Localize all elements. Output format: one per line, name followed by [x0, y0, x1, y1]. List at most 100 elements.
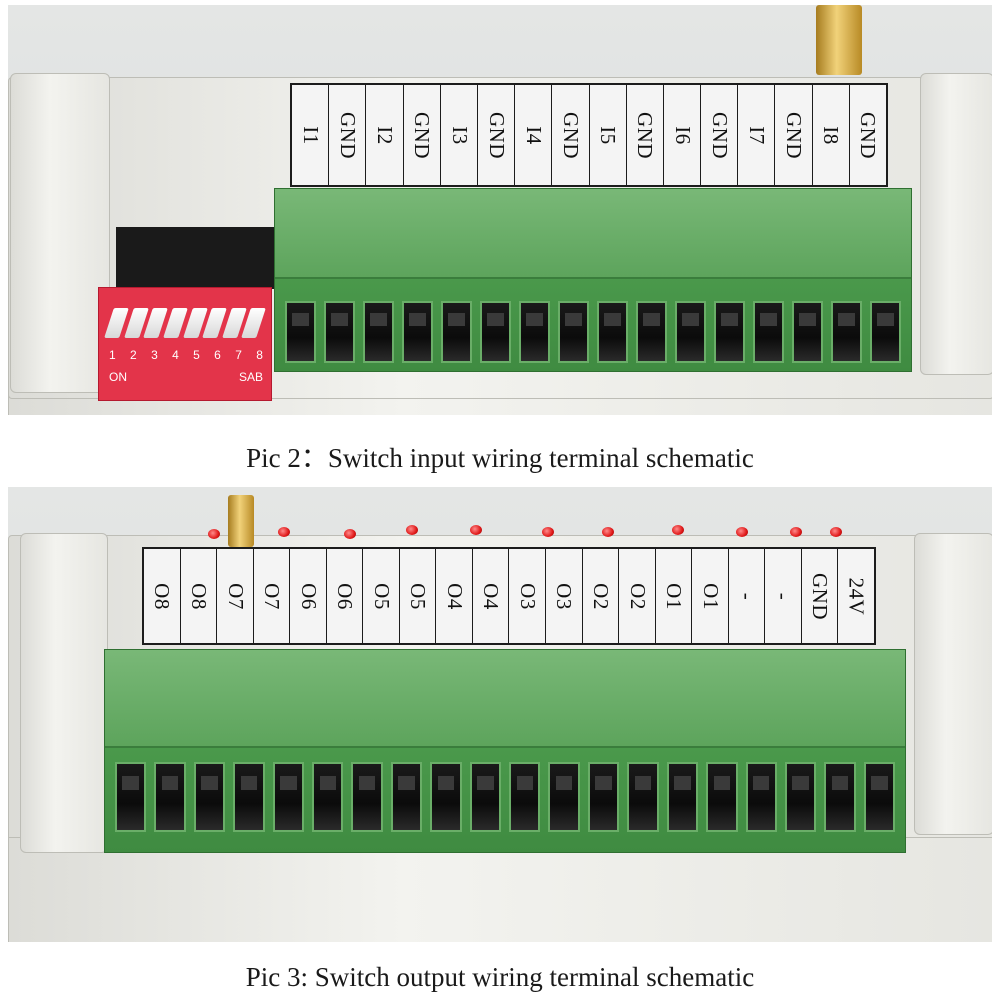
dip-number: 2 — [130, 348, 137, 362]
housing-right-clip — [914, 533, 992, 835]
dip-number: 8 — [256, 348, 263, 362]
dip-number: 6 — [214, 348, 221, 362]
terminal-screw-slot — [312, 762, 344, 832]
terminal-label: O3 — [552, 582, 577, 610]
terminal-label-cell: O8 — [144, 549, 181, 643]
terminal-screw-slot — [363, 301, 394, 363]
dip-switch-levers — [104, 308, 266, 338]
terminal-label: GND — [633, 111, 658, 159]
terminal-label-cell: O2 — [619, 549, 656, 643]
connector-header — [116, 227, 276, 289]
terminal-screw-row — [281, 301, 905, 363]
dip-number: 7 — [235, 348, 242, 362]
terminal-label: O8 — [186, 582, 211, 610]
terminal-label-cell: I7 — [738, 85, 776, 185]
terminal-screw-slot — [519, 301, 550, 363]
terminal-label: 24V — [844, 577, 869, 615]
terminal-label-cell: I6 — [664, 85, 702, 185]
terminal-label-cell: O5 — [363, 549, 400, 643]
terminal-label-cell: I1 — [292, 85, 330, 185]
terminal-screw-slot — [666, 762, 699, 832]
dip-number: 3 — [151, 348, 158, 362]
terminal-screw-slot — [714, 301, 745, 363]
terminal-label-cell: O6 — [327, 549, 364, 643]
terminal-screw-slot — [753, 301, 784, 363]
terminal-screw-slot — [324, 301, 355, 363]
housing-lower-band — [8, 837, 992, 942]
terminal-screw-slot — [469, 762, 502, 832]
terminal-label-cell: GND — [404, 85, 441, 185]
terminal-label-cell: GND — [627, 85, 664, 185]
terminal-block-top — [105, 650, 905, 748]
terminal-screw-slot — [193, 762, 226, 832]
terminal-screw-slot — [706, 762, 738, 832]
terminal-screw-slot — [285, 301, 316, 363]
terminal-screw-slot — [824, 762, 856, 832]
terminal-label: GND — [484, 111, 509, 159]
dip-sab-label: SAB — [238, 370, 263, 384]
status-led — [470, 525, 482, 535]
status-led — [830, 527, 842, 537]
antenna-connector — [228, 495, 254, 547]
terminal-screw-slot — [870, 301, 901, 363]
terminal-label: O5 — [369, 582, 394, 610]
terminal-label-cell: O7 — [217, 549, 254, 643]
terminal-label: O2 — [625, 582, 650, 610]
terminal-label: O6 — [296, 582, 321, 610]
terminal-label: I6 — [670, 125, 695, 145]
terminal-screw-slot — [745, 762, 777, 832]
terminal-screw-slot — [597, 301, 628, 363]
terminal-label: GND — [856, 111, 881, 159]
output-caption: Pic 3: Switch output wiring terminal sch… — [245, 962, 755, 992]
terminal-screw-slot — [587, 762, 620, 832]
terminal-label-cell: I4 — [515, 85, 553, 185]
dip-number: 5 — [193, 348, 200, 362]
terminal-label: O7 — [223, 582, 248, 610]
terminal-screw-slot — [351, 762, 383, 832]
terminal-label: O4 — [442, 582, 467, 610]
terminal-label: I8 — [819, 125, 844, 145]
terminal-label-cell: - — [729, 549, 766, 643]
terminal-label-cell: O2 — [583, 549, 620, 643]
status-led — [736, 527, 748, 537]
terminal-label: GND — [410, 111, 435, 159]
terminal-label: - — [771, 592, 796, 600]
output-terminal-block — [104, 649, 906, 853]
terminal-screw-slot — [558, 301, 589, 363]
terminal-label: O2 — [588, 582, 613, 610]
terminal-label: GND — [558, 111, 583, 159]
terminal-label: O5 — [406, 582, 431, 610]
terminal-label: O1 — [698, 582, 723, 610]
housing-right-clip — [920, 73, 992, 375]
terminal-label: O3 — [515, 582, 540, 610]
terminal-label-cell: I8 — [813, 85, 850, 185]
terminal-screw-slot — [233, 762, 265, 832]
terminal-screw-slot — [863, 762, 896, 832]
terminal-label-cell: GND — [329, 85, 367, 185]
terminal-label: - — [735, 592, 760, 600]
dip-number: 1 — [109, 348, 116, 362]
status-led — [406, 525, 418, 535]
terminal-label: I4 — [521, 125, 546, 145]
status-led — [602, 527, 614, 537]
terminal-screw-slot — [784, 762, 817, 832]
dip-on-label: ON — [109, 370, 127, 384]
terminal-label: O4 — [479, 582, 504, 610]
terminal-label: O7 — [259, 582, 284, 610]
input-terminal-block — [274, 188, 912, 372]
terminal-screw-slot — [636, 301, 667, 363]
terminal-label-cell: GND — [850, 85, 886, 185]
terminal-label: I1 — [298, 125, 323, 145]
terminal-label: GND — [707, 111, 732, 159]
terminal-label-cell: O1 — [692, 549, 729, 643]
terminal-screw-slot — [627, 762, 659, 832]
housing-left-clip — [10, 73, 110, 393]
status-led — [542, 527, 554, 537]
terminal-screw-slot — [480, 301, 511, 363]
terminal-screw-slot — [548, 762, 580, 832]
terminal-label-cell: I3 — [441, 85, 478, 185]
